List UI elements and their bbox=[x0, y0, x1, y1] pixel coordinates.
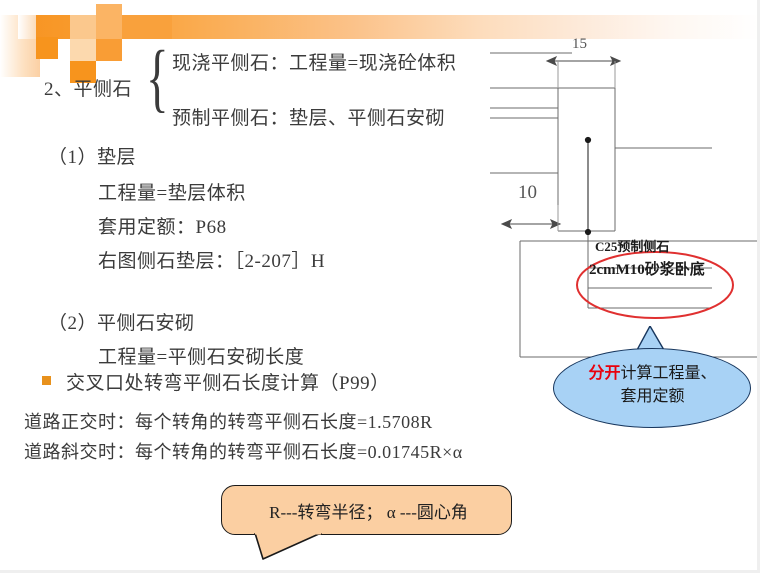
section2-title: （2）平侧石安砌 bbox=[48, 313, 195, 334]
brace-item-precast: 预制平侧石：垫层、平侧石安砌 bbox=[172, 108, 446, 129]
curbstone-section-drawing bbox=[490, 52, 757, 358]
header-square-h bbox=[18, 15, 36, 39]
header-square-b bbox=[70, 15, 96, 39]
header-square-a bbox=[36, 37, 58, 59]
formula-line-1: 道路正交时：每个转角的转弯平侧石长度=1.5708R bbox=[24, 412, 433, 432]
dimension-label-15: 15 bbox=[572, 36, 587, 52]
heading-2-pingcheshi: 2、平侧石 bbox=[44, 79, 133, 100]
oval-callout-line2: 套用定额 bbox=[620, 388, 685, 405]
oval-callout-text: 分开计算工程量、 套用定额 bbox=[560, 362, 745, 408]
header-square-c bbox=[70, 39, 96, 61]
annotation-c25-precast-curb: C25预制侧石 bbox=[595, 239, 670, 254]
oval-callout-shape bbox=[553, 348, 751, 428]
section1-line-2: 套用定额：P68 bbox=[98, 217, 227, 238]
section2-line-1: 工程量=平侧石安砌长度 bbox=[98, 347, 305, 368]
header-square-e bbox=[96, 4, 122, 39]
section1-line-3: 右图侧石垫层：［2-207］H bbox=[98, 251, 326, 272]
header-square-g bbox=[122, 15, 172, 39]
formula-line-2: 道路斜交时：每个转角的转弯平侧石长度=0.01745R×α bbox=[24, 442, 463, 462]
legend-callout-box bbox=[221, 485, 512, 535]
oval-callout-rest-line1: 计算工程量、 bbox=[620, 365, 717, 382]
curly-brace-icon: { bbox=[146, 36, 169, 120]
bullet-line-text: 交叉口处转弯平侧石长度计算（P99） bbox=[66, 373, 390, 394]
legend-callout-text: R---转弯半径； α ---圆心角 bbox=[269, 503, 468, 522]
section1-title: （1）垫层 bbox=[48, 147, 137, 168]
annotation-mortar-bedding: 2cmM10砂浆卧底 bbox=[589, 262, 705, 278]
header-square-f bbox=[96, 39, 122, 61]
bullet-square-icon bbox=[42, 376, 51, 385]
oval-callout-highlight: 分开 bbox=[588, 365, 621, 382]
header-square-d bbox=[70, 61, 96, 83]
brace-item-cast-in-place: 现浇平侧石：工程量=现浇砼体积 bbox=[172, 53, 457, 74]
dimension-label-10: 10 bbox=[518, 182, 537, 203]
section1-line-1: 工程量=垫层体积 bbox=[98, 183, 246, 204]
legend-callout-tail-icon bbox=[254, 533, 322, 560]
